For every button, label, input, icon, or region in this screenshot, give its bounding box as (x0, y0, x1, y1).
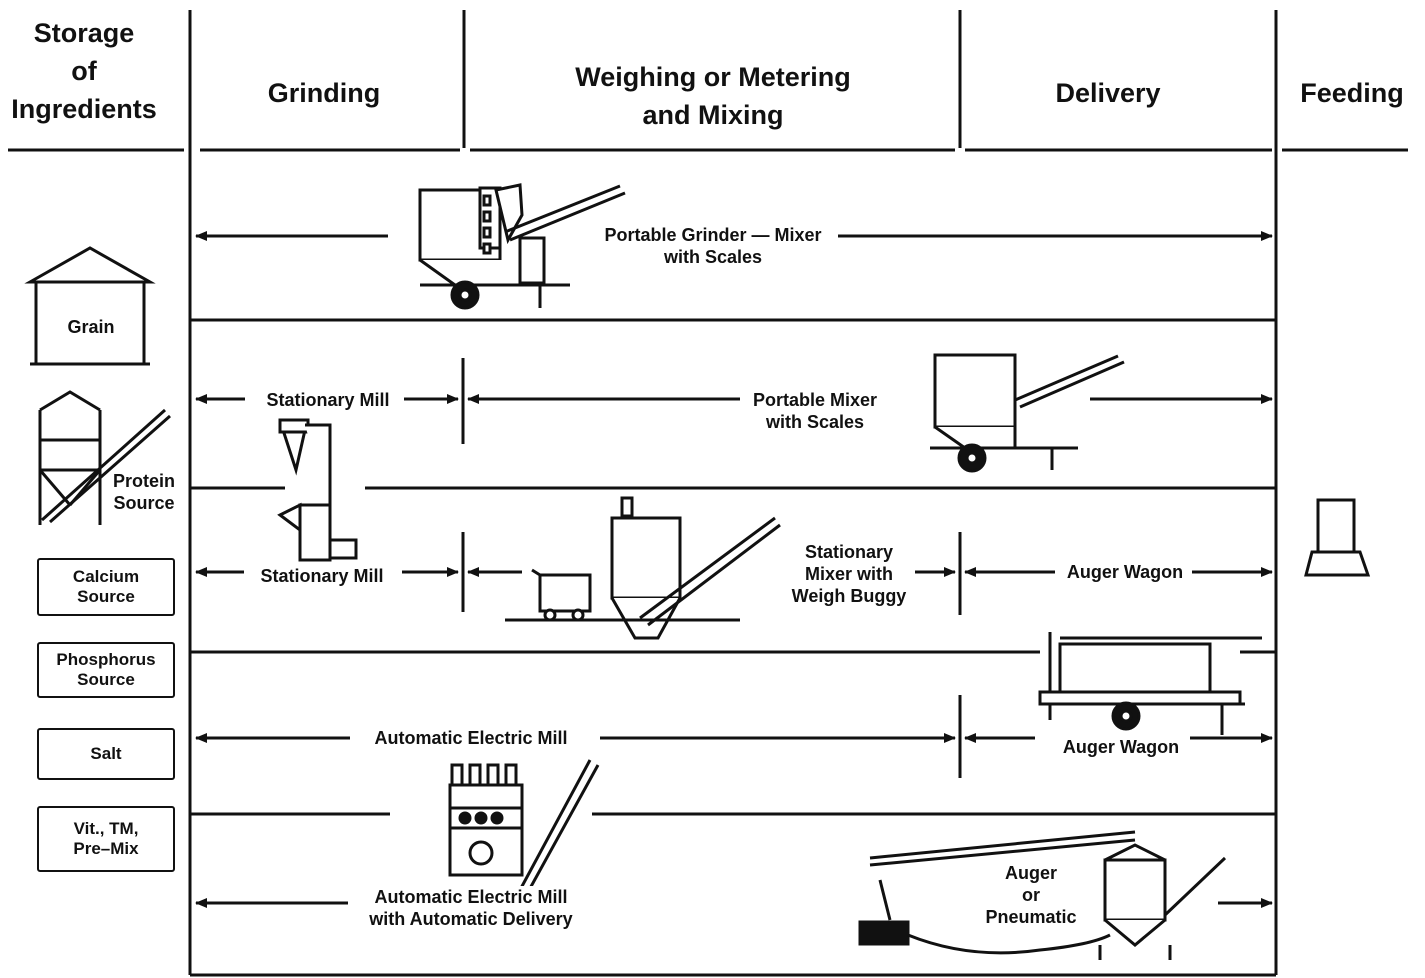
auger-wagon-icon (1038, 632, 1262, 735)
weigh-buggy-icon (531, 568, 592, 622)
row4-delivery-label: Auger Wagon (1054, 736, 1188, 758)
row2-mixer-label: Portable Mixer with Scales (740, 389, 890, 433)
storage-vit-box: Vit., TM, Pre–Mix (37, 806, 175, 872)
header-grinding: Grinding (267, 78, 381, 108)
storage-grain-label: Grain (67, 317, 115, 337)
storage-salt-box: Salt (37, 728, 175, 780)
automatic-electric-mill-icon (448, 759, 600, 893)
storage-vit-label: Vit., TM, Pre–Mix (73, 819, 139, 858)
portable-grinder-mixer-icon (418, 183, 626, 310)
storage-phosphorus-box: Phosphorus Source (37, 642, 175, 698)
row5-delivery-label: Auger or Pneumatic (985, 863, 1077, 927)
row3-delivery-label: Auger Wagon (1058, 561, 1192, 583)
row1-label: Portable Grinder — Mixer with Scales (590, 224, 836, 268)
storage-phosphorus-label: Phosphorus Source (56, 650, 156, 689)
row2-mill-label: Stationary Mill (252, 389, 404, 411)
feeder-icon (1304, 498, 1371, 577)
protein-silo-icon (38, 390, 171, 525)
row3-mixer-label: Stationary Mixer with Weigh Buggy (791, 542, 907, 606)
header-delivery: Delivery (1055, 78, 1161, 108)
header-feeding: Feeding (1300, 78, 1404, 108)
stationary-mixer-icon (505, 496, 781, 640)
storage-calcium-label: Calcium Source (72, 567, 140, 606)
grain-bin-icon (24, 246, 156, 366)
row4-mill-label: Automatic Electric Mill (355, 727, 587, 749)
storage-protein-label: Protein Source (112, 471, 175, 513)
row5-mill-label: Automatic Electric Mill with Automatic D… (348, 886, 594, 930)
row3-mill-label: Stationary Mill (246, 565, 398, 587)
header-storage: Storage of Ingredients (11, 18, 157, 124)
storage-calcium-box: Calcium Source (37, 558, 175, 616)
pneumatic-delivery-icon (858, 830, 1227, 960)
header-weighing-mixing: Weighing or Metering and Mixing (575, 62, 851, 130)
portable-mixer-icon (930, 353, 1125, 473)
stationary-mill-icon (277, 418, 358, 562)
storage-salt-label: Salt (90, 744, 122, 763)
